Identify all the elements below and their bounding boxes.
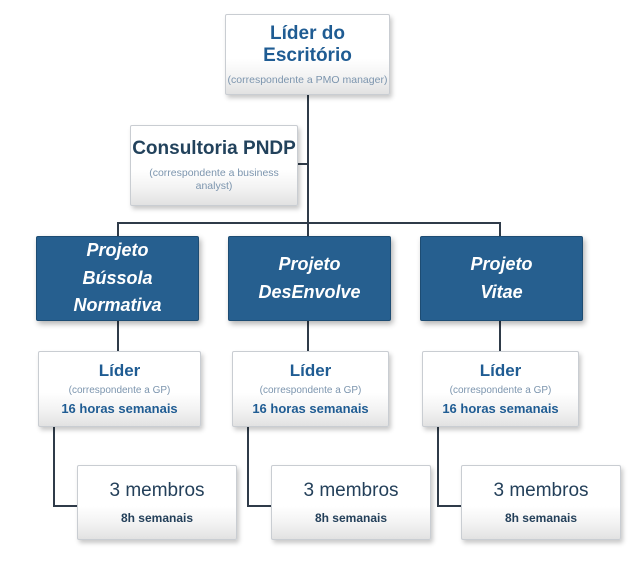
consultoria-subtitle: (correspondente a business analyst) [149,167,279,192]
connector-project-drop-3 [499,222,501,236]
office-leader-title: Líder do Escritório [263,22,352,66]
project-3-line1: Projeto [470,253,533,274]
leader-1-subtitle: (correspondente a GP) [68,385,171,397]
leader-3-title: Líder [479,360,522,380]
connector-leader-to-members-h-3 [437,505,462,507]
project-1-line2: Bússola Normativa [73,267,162,316]
connector-trunk-vertical [307,95,309,223]
connector-branch-bar [117,222,501,224]
connector-project-drop-2 [307,222,309,236]
members-2-count: 3 membros [303,479,399,501]
node-project-2[interactable]: Projeto DesEnvolve [228,236,391,321]
project-3-line2: Vitae [480,281,523,302]
node-leader-3[interactable]: Líder (correspondente a GP) 16 horas sem… [422,351,579,427]
leader-3-subtitle: (correspondente a GP) [449,385,552,397]
node-consultoria-pndp[interactable]: Consultoria PNDP (correspondente a busin… [130,125,298,206]
consultoria-title: Consultoria PNDP [132,138,296,160]
node-project-3[interactable]: Projeto Vitae [420,236,583,321]
office-leader-subtitle: (correspondente a PMO manager) [227,73,388,86]
node-leader-1[interactable]: Líder (correspondente a GP) 16 horas sem… [38,351,201,427]
node-members-3[interactable]: 3 membros 8h semanais [461,465,621,540]
leader-2-title: Líder [289,360,332,380]
connector-staff-horizontal [298,163,309,165]
project-1-line1: Projeto [86,239,149,260]
members-1-count: 3 membros [109,479,205,501]
connector-project-to-leader-3 [499,321,501,351]
connector-project-drop-1 [117,222,119,236]
connector-leader-to-members-h-1 [53,505,78,507]
connector-project-to-leader-2 [307,321,309,351]
connector-leader-to-members-v-2 [247,427,249,506]
node-members-2[interactable]: 3 membros 8h semanais [271,465,431,540]
project-2-line1: Projeto [278,253,341,274]
leader-1-title: Líder [98,360,141,380]
members-3-hours: 8h semanais [504,510,578,525]
connector-leader-to-members-v-3 [437,427,439,506]
members-2-hours: 8h semanais [314,510,388,525]
leader-2-subtitle: (correspondente a GP) [259,385,362,397]
node-office-leader[interactable]: Líder do Escritório (correspondente a PM… [225,14,390,95]
connector-leader-to-members-v-1 [53,427,55,506]
connector-project-to-leader-1 [117,321,119,351]
leader-2-hours: 16 horas semanais [252,401,369,417]
node-project-1[interactable]: Projeto Bússola Normativa [36,236,199,321]
node-leader-2[interactable]: Líder (correspondente a GP) 16 horas sem… [232,351,389,427]
members-3-count: 3 membros [493,479,589,501]
members-1-hours: 8h semanais [120,510,194,525]
project-2-line2: DesEnvolve [258,281,361,302]
leader-3-hours: 16 horas semanais [442,401,559,417]
leader-1-hours: 16 horas semanais [61,401,178,417]
connector-leader-to-members-h-2 [247,505,272,507]
node-members-1[interactable]: 3 membros 8h semanais [77,465,237,540]
